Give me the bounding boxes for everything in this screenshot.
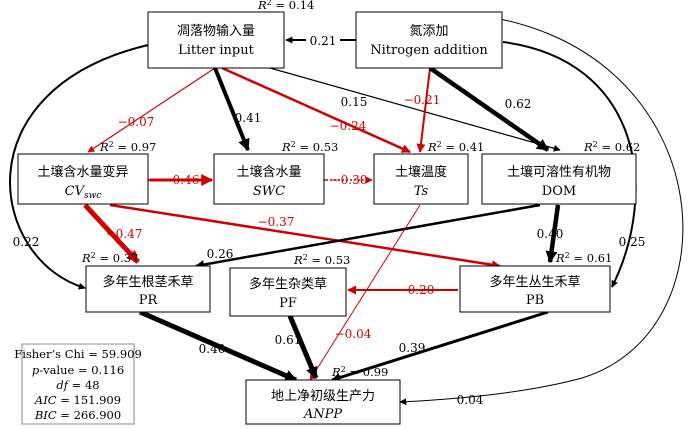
r2-anpp: R2 = 0.99 bbox=[331, 365, 388, 379]
node-anpp: 地上净初级生产力 ANPP bbox=[245, 379, 401, 425]
r2-pr: R2 = 0.37 bbox=[81, 251, 138, 265]
label-litter-pr: 0.22 bbox=[13, 235, 40, 249]
node-litter-en: Litter input bbox=[178, 43, 255, 58]
node-swc: 土壤含水量 SWC bbox=[213, 153, 325, 205]
node-pr-zh: 多年生根茎禾草 bbox=[102, 274, 193, 290]
label-cvswc-swc: −0.46 bbox=[163, 173, 200, 187]
r2-swc: R2 = 0.53 bbox=[281, 140, 338, 154]
model-fit-stats: Fisher’s Chi = 59.909 p-value = 0.116 df… bbox=[14, 343, 142, 425]
node-nitrogen-addition: 氮添加 Nitrogen addition bbox=[355, 11, 503, 69]
r2-cvswc: R2 = 0.97 bbox=[99, 140, 156, 154]
node-anpp-zh: 地上净初级生产力 bbox=[271, 389, 375, 404]
node-cvswc: 土壤含水量变异 CVswc bbox=[17, 153, 149, 205]
stat-bic: BIC = 266.900 bbox=[34, 408, 121, 422]
label-cvswc-pb: −0.37 bbox=[258, 215, 295, 229]
stat-chi: Fisher’s Chi = 59.909 bbox=[14, 347, 142, 361]
label-litter-dom: 0.15 bbox=[341, 95, 368, 109]
node-pb-en: PB bbox=[526, 293, 544, 308]
label-n-anpp: 0.04 bbox=[457, 393, 484, 407]
label-n-dom: 0.62 bbox=[505, 97, 532, 111]
label-swc-ts: −0.30 bbox=[331, 173, 368, 187]
label-litter-cvswc: −0.07 bbox=[118, 115, 155, 129]
label-dom-pr: 0.26 bbox=[207, 247, 234, 261]
arrow-ts-to-anpp bbox=[309, 204, 421, 381]
node-pr-en: PR bbox=[139, 293, 159, 308]
label-n-pb: 0.25 bbox=[619, 235, 646, 249]
node-pb: 多年生丛生禾草 PB bbox=[459, 265, 611, 313]
arrow-litter-to-cvswc bbox=[87, 67, 216, 153]
arrow-dom-to-pr bbox=[195, 203, 541, 270]
node-swc-zh: 土壤含水量 bbox=[236, 164, 301, 180]
arrow-pb-to-anpp bbox=[331, 310, 549, 382]
node-nitrogen-en: Nitrogen addition bbox=[370, 43, 488, 58]
label-dom-pb: 0.40 bbox=[537, 227, 564, 241]
stat-aic: AIC = 151.909 bbox=[34, 393, 121, 407]
node-ts-en: Ts bbox=[414, 184, 429, 199]
arrow-pf-to-anpp bbox=[287, 315, 319, 380]
label-pr-anpp: 0.40 bbox=[199, 342, 226, 356]
node-pb-zh: 多年生丛生禾草 bbox=[489, 274, 580, 290]
label-pb-pf: −0.20 bbox=[398, 283, 435, 297]
path-labels: 0.21 −0.07 0.41 −0.24 0.15 −0.21 0.62 −0… bbox=[13, 32, 646, 407]
node-nitrogen-zh: 氮添加 bbox=[409, 24, 448, 39]
node-pr: 多年生根茎禾草 PR bbox=[85, 265, 211, 313]
label-pf-anpp: 0.61 bbox=[275, 333, 302, 347]
arrow-litter-to-pr bbox=[9, 44, 149, 290]
label-n-ts: −0.21 bbox=[404, 93, 441, 107]
r2-pb: R2 = 0.61 bbox=[555, 251, 612, 265]
node-ts: 土壤温度 Ts bbox=[373, 153, 469, 205]
node-dom-en: DOM bbox=[542, 184, 576, 199]
node-pf-zh: 多年生杂类草 bbox=[249, 276, 327, 292]
arrow-nitrogen-to-ts bbox=[416, 67, 431, 153]
node-pf: 多年生杂类草 PF bbox=[229, 267, 347, 317]
label-ts-anpp: −0.04 bbox=[335, 327, 372, 341]
node-litter-input: 凋落物输入量 Litter input bbox=[147, 11, 285, 69]
r2-ts: R2 = 0.41 bbox=[427, 140, 484, 154]
r2-litter: R2 = 0.14 bbox=[257, 0, 314, 12]
node-dom: 土壤可溶性有机物 DOM bbox=[481, 153, 637, 205]
arrow-litter-to-swc bbox=[213, 67, 250, 152]
path-arrows bbox=[9, 13, 684, 406]
node-cvswc-zh: 土壤含水量变异 bbox=[37, 164, 128, 180]
arrow-cvswc-to-pr bbox=[83, 203, 140, 264]
node-litter-zh: 凋落物输入量 bbox=[177, 23, 255, 39]
label-n-litter: 0.21 bbox=[310, 34, 337, 48]
arrow-pr-to-anpp bbox=[139, 309, 298, 383]
label-litter-ts: −0.24 bbox=[330, 119, 367, 133]
arrow-litter-to-ts bbox=[221, 66, 411, 154]
label-cvswc-pr: −0.47 bbox=[106, 227, 143, 241]
label-pb-anpp: 0.39 bbox=[399, 341, 426, 355]
label-litter-swc: 0.41 bbox=[235, 111, 262, 125]
node-dom-zh: 土壤可溶性有机物 bbox=[507, 164, 611, 180]
r2-dom: R2 = 0.62 bbox=[583, 140, 640, 154]
arrow-litter-to-dom bbox=[269, 67, 561, 152]
arrow-nitrogen-to-dom bbox=[428, 66, 550, 152]
arrow-dom-to-pb bbox=[545, 204, 561, 264]
node-cvswc-en: CVswc bbox=[65, 184, 102, 201]
node-swc-en: SWC bbox=[253, 184, 285, 199]
stat-df: df = 48 bbox=[56, 378, 99, 392]
arrow-nitrogen-to-anpp bbox=[399, 13, 684, 406]
node-pf-en: PF bbox=[279, 296, 297, 311]
node-ts-zh: 土壤温度 bbox=[395, 164, 447, 180]
r2-pf: R2 = 0.53 bbox=[293, 253, 350, 267]
arrow-cvswc-to-pb bbox=[109, 203, 501, 270]
arrow-nitrogen-to-pb bbox=[502, 41, 637, 288]
stat-p: p-value = 0.116 bbox=[32, 363, 124, 377]
node-anpp-en: ANPP bbox=[303, 407, 343, 422]
